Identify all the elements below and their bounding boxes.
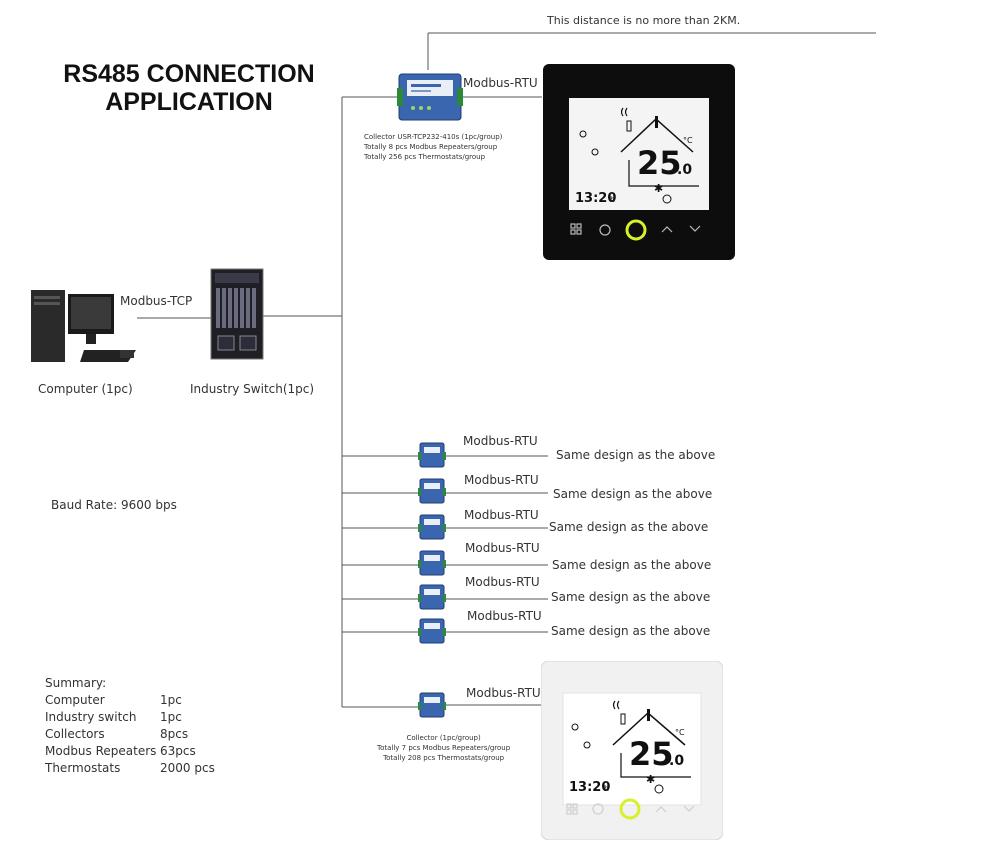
computer-label: Computer (1pc): [38, 382, 133, 396]
bottom-collector-caption-line: Totally 208 pcs Thermostats/group: [383, 754, 505, 762]
white-temperature: 25: [629, 735, 674, 773]
bottom-collector-caption-line: Totally 7 pcs Modbus Repeaters/group: [377, 744, 511, 752]
svg-text:✱: ✱: [646, 773, 655, 786]
bottom-collector-link-label: Modbus-RTU: [466, 686, 541, 700]
black-decimal: .0: [677, 162, 692, 178]
modbus-tcp-label: Modbus-TCP: [120, 294, 193, 308]
top-collector-caption-line: Totally 256 pcs Thermostats/group: [364, 153, 486, 161]
diagram-title: RS485 CONNECTION APPLICATION: [30, 60, 348, 116]
top-collector-link-label: Modbus-RTU: [463, 76, 538, 90]
top-collector-caption-line: Collector USR-TCP232-410s (1pc/group): [364, 133, 503, 141]
white-decimal: .0: [669, 753, 684, 769]
black-unit: °C: [683, 136, 693, 145]
thermostat-white-graphic: °C 25 .0 ✱ 13:20 h: [540, 660, 724, 841]
summary-heading: Summary:: [45, 676, 107, 690]
bottom-collector-caption: Collector (1pc/group) Totally 7 pcs Modb…: [377, 733, 510, 763]
svg-text:✱: ✱: [654, 182, 663, 195]
white-unit: °C: [675, 728, 685, 737]
top-collector-caption: Collector USR-TCP232-410s (1pc/group) To…: [364, 132, 502, 162]
baud-rate: Baud Rate: 9600 bps: [51, 498, 177, 512]
thermostat-black-graphic: °C 25 .0 ✱ 13:20 h: [543, 64, 735, 260]
computer-icon: [31, 290, 136, 362]
white-time: 13:20: [569, 780, 610, 795]
switch-label: Industry Switch(1pc): [190, 382, 315, 396]
title-line-1: RS485 CONNECTION: [63, 60, 315, 88]
black-temperature: 25: [637, 144, 682, 182]
thermostat-white: °C 25 .0 ✱ 13:20 h: [540, 660, 724, 841]
distance-note: This distance is no more than 2KM.: [547, 14, 741, 27]
bottom-collector-icon: [418, 692, 446, 718]
black-time-suffix: h: [610, 195, 615, 204]
thermostat-black: °C 25 .0 ✱ 13:20 h: [543, 64, 735, 260]
bottom-collector-caption-line: Collector (1pc/group): [406, 734, 481, 742]
black-time: 13:20: [575, 191, 616, 206]
top-collector-caption-line: Totally 8 pcs Modbus Repeaters/group: [364, 143, 498, 151]
white-time-suffix: h: [604, 784, 609, 793]
title-line-2: APPLICATION: [105, 88, 273, 116]
top-collector-icon: [397, 73, 463, 121]
industry-switch-icon: [210, 268, 264, 360]
